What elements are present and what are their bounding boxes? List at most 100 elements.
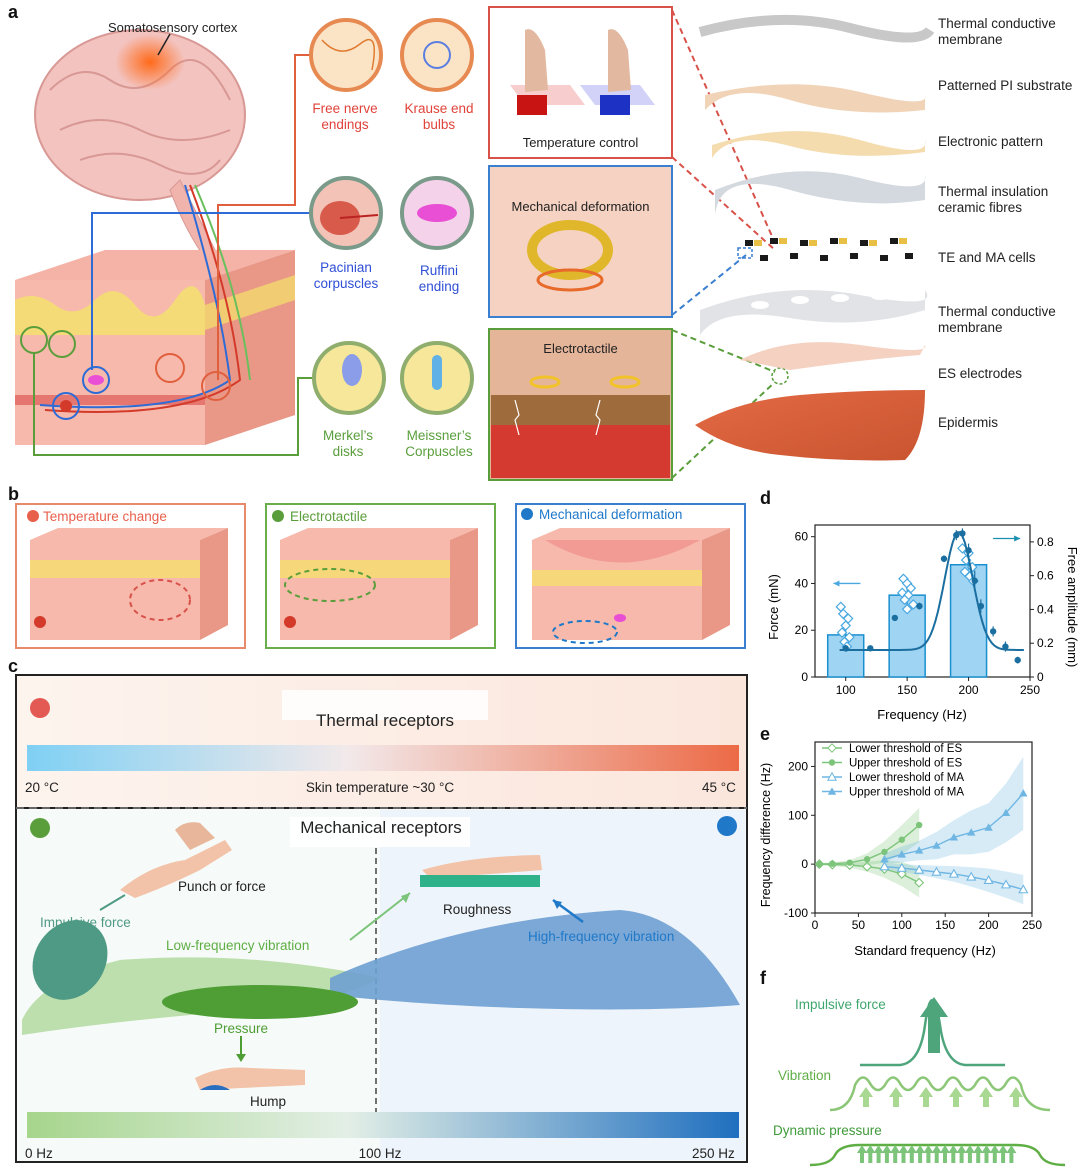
roughness-finger-image xyxy=(422,855,542,878)
chart-e-xlabel: Standard frequency (Hz) xyxy=(854,943,996,958)
panel-label-c: c xyxy=(8,656,19,676)
point-s2-1 xyxy=(896,862,907,872)
temperature-change-box xyxy=(15,503,246,649)
receptor-meissner-inset xyxy=(400,341,474,415)
e-y-tick-label-200: 200 xyxy=(788,759,808,773)
point-s0-3 xyxy=(862,861,873,872)
high-frequency-vibration-label: High-frequency vibration xyxy=(528,929,675,944)
receptor-pacinian-inset xyxy=(309,176,383,250)
e-x-tick-label-0: 0 xyxy=(812,918,819,932)
amplitude-point-5 xyxy=(953,531,960,539)
mechanical-receptors-title: Mechanical receptors xyxy=(300,818,462,837)
pressure-arrow-7 xyxy=(915,1145,926,1163)
receptor-merkel-inset xyxy=(312,341,386,415)
point-s3-4 xyxy=(949,833,959,841)
pressure-arrow-11 xyxy=(948,1145,959,1163)
point-s3-5 xyxy=(967,828,976,836)
point-s3-6 xyxy=(984,823,993,831)
thermal-receptors-title: Thermal receptors xyxy=(316,711,454,730)
receptor-free-nerve-inset xyxy=(309,18,383,92)
point-s3-3 xyxy=(932,841,941,849)
amplitude-point-11 xyxy=(1002,643,1009,650)
x-tick-label-100: 100 xyxy=(836,683,856,697)
legend-marker-0 xyxy=(827,743,837,753)
pressure-arrow-15 xyxy=(981,1145,992,1163)
chart-d-y2label: Free amplitude (mm) xyxy=(1065,547,1080,668)
bar-200 xyxy=(949,564,988,678)
band-series-2 xyxy=(884,864,1024,905)
punch-hand-image xyxy=(120,840,232,898)
device-layer-stack xyxy=(695,14,935,461)
pressure-arrow-4 xyxy=(890,1145,901,1163)
e-y-tick-label-0: 0 xyxy=(801,857,808,871)
brain-image xyxy=(34,29,246,259)
chart-e-ylabel: Frequency difference (Hz) xyxy=(760,763,773,907)
point-s2-3 xyxy=(931,866,942,876)
f-impulsive-force-label: Impulsive force xyxy=(795,997,886,1012)
y-tick-label-60: 60 xyxy=(795,530,809,544)
y2-tick-label-0.6: 0.6 xyxy=(1037,569,1054,583)
temperature-control-inset xyxy=(488,6,673,159)
legend-marker-1 xyxy=(828,759,836,766)
pressure-arrow-9 xyxy=(931,1145,942,1163)
impulsive-force-label: Impulsive force xyxy=(40,915,131,930)
e-y-tick-label-100: 100 xyxy=(788,808,808,822)
pressure-arrow-18 xyxy=(1006,1145,1017,1163)
layer-label-4: Thermal insulation ceramic fibres xyxy=(938,184,1049,215)
electrotactile-label: Electrotactile xyxy=(290,509,368,524)
free-nerve-endings-label: Free nerve endings xyxy=(312,101,378,132)
point-s3-0 xyxy=(880,855,889,863)
point-s2-8 xyxy=(1018,884,1029,894)
pressure-arrow-8 xyxy=(923,1145,934,1163)
e-x-tick-label-200: 200 xyxy=(979,918,999,932)
pressure-arrow-17 xyxy=(998,1145,1009,1163)
pacinian-corpuscles-label: Pacinian corpuscles xyxy=(313,260,379,291)
band-series-0 xyxy=(819,860,920,898)
punch-or-force-label: Punch or force xyxy=(178,879,266,894)
legend-label-3: Upper threshold of MA xyxy=(849,787,964,799)
amplitude-fit-curve xyxy=(839,531,1024,651)
pressure-arrow-5 xyxy=(898,1145,909,1163)
electrotactile-box xyxy=(265,503,496,649)
amplitude-point-7 xyxy=(965,547,972,554)
layer-label-6: Thermal conductive membrane xyxy=(938,304,1056,335)
point-s1-0 xyxy=(816,860,823,868)
force-point-14 xyxy=(907,599,919,610)
skin-block-image xyxy=(15,250,295,445)
y2-tick-label-0.8: 0.8 xyxy=(1037,535,1054,549)
e-x-tick-label-150: 150 xyxy=(935,918,955,932)
freq-max-label: 250 Hz xyxy=(692,1146,735,1161)
e-x-tick-label-100: 100 xyxy=(892,918,912,932)
chart-e-frame xyxy=(814,741,1033,914)
panel-label-d: d xyxy=(760,488,771,508)
point-s3-8 xyxy=(1019,789,1028,797)
legend-label-0: Lower threshold of ES xyxy=(849,743,962,755)
pressure-arrow-16 xyxy=(989,1145,1000,1163)
thermal-gradient-bar xyxy=(27,745,739,771)
somatosensory-cortex-label: Somatosensory cortex xyxy=(108,20,238,35)
merkel-disks-label: Merkel’s disks xyxy=(322,428,373,459)
amplitude-point-4 xyxy=(940,555,948,562)
impulsive-force-curve xyxy=(860,997,1005,1067)
layer-label-1: Thermal conductive membrane xyxy=(938,16,1056,47)
amplitude-point-9 xyxy=(977,602,985,610)
pressure-arrow-12 xyxy=(956,1145,967,1163)
point-s2-7 xyxy=(1000,879,1012,889)
krause-end-bulbs-label: Krause end bulbs xyxy=(404,101,474,132)
force-point-13 xyxy=(899,594,911,606)
mechanical-deformation-label: Mechanical deformation xyxy=(539,507,683,522)
amplitude-point-10 xyxy=(989,628,997,635)
amplitude-point-8 xyxy=(971,577,978,584)
e-x-tick-label-250: 250 xyxy=(1022,918,1042,932)
chart-e: Lower threshold of ES Upper threshold of … xyxy=(760,741,1042,958)
x-tick-label-250: 250 xyxy=(1020,683,1040,697)
x-tick-label-200: 200 xyxy=(959,683,979,697)
thermal-indicator-dot xyxy=(30,698,50,718)
f-dynamic-pressure-label: Dynamic pressure xyxy=(773,1123,882,1138)
panel-label-b: b xyxy=(8,484,19,504)
force-point-4 xyxy=(836,627,848,638)
y-tick-label-20: 20 xyxy=(795,623,809,637)
panel-c-illustration xyxy=(15,674,748,1163)
point-s2-0 xyxy=(879,861,890,871)
